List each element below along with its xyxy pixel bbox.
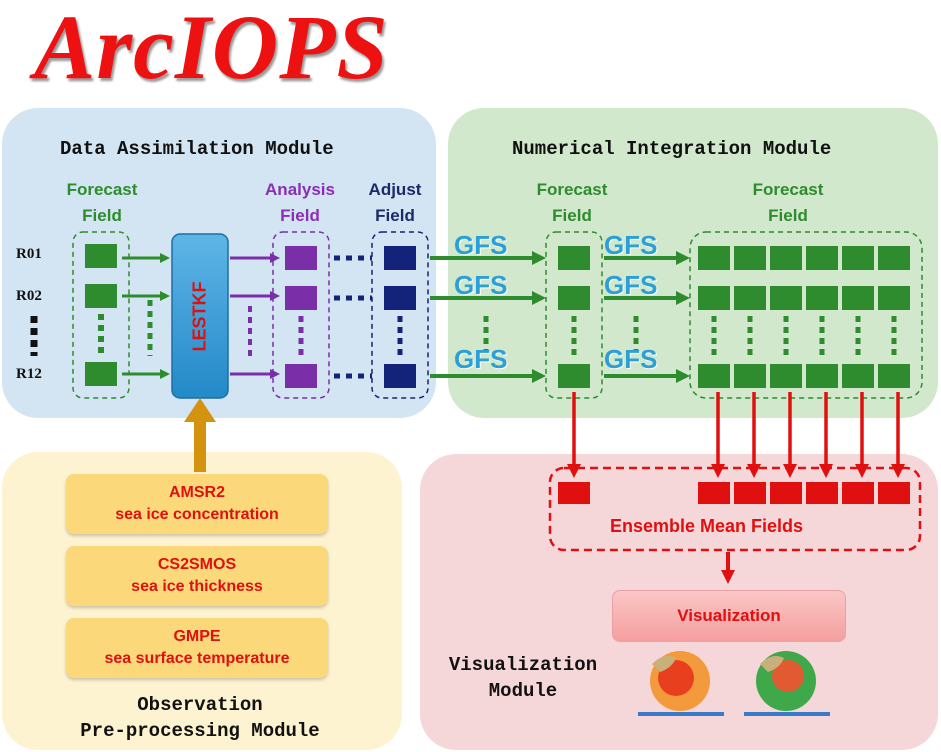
analysis-field-group bbox=[272, 231, 330, 399]
obs-name: AMSR2 bbox=[168, 484, 225, 501]
field-label: Field bbox=[280, 206, 320, 225]
field-label: Field bbox=[552, 206, 592, 225]
adjust-block bbox=[384, 364, 416, 388]
forecast-label: Forecast bbox=[66, 180, 138, 199]
ensemble-blocks bbox=[558, 482, 910, 504]
forecast-block bbox=[558, 364, 590, 388]
analysis-label: Analysis bbox=[265, 180, 335, 199]
forecast-label: Forecast bbox=[536, 180, 608, 199]
ensemble-mean-group bbox=[548, 466, 922, 552]
visualization-title-line2: Module bbox=[488, 680, 558, 702]
obs-box-amsr2: AMSR2 sea ice concentration bbox=[66, 474, 328, 534]
member-label-r02: R02 bbox=[16, 288, 42, 304]
data-assimilation-title: Data Assimilation Module bbox=[60, 138, 334, 160]
observation-title-line2: Pre-processing Module bbox=[80, 720, 320, 742]
gfs-label: GFS bbox=[604, 344, 658, 374]
adjust-field-group bbox=[371, 231, 429, 399]
obs-variable: sea surface temperature bbox=[104, 650, 290, 667]
forecast-label: Forecast bbox=[752, 180, 824, 199]
numerical-integration-title: Numerical Integration Module bbox=[512, 138, 832, 160]
multi-forecast-group bbox=[689, 231, 923, 399]
map-thumbnail-1 bbox=[638, 651, 724, 716]
field-label: Field bbox=[375, 206, 415, 225]
analysis-block bbox=[285, 246, 317, 270]
forecast-block bbox=[85, 284, 117, 308]
up-arrow bbox=[184, 398, 216, 422]
lestkf-label: LESTKF bbox=[189, 281, 210, 351]
forecast-block bbox=[85, 244, 117, 268]
ensemble-mean-label: Ensemble Mean Fields bbox=[610, 516, 804, 536]
obs-variable: sea ice concentration bbox=[115, 506, 279, 523]
gfs-label: GFS bbox=[604, 230, 658, 260]
forecast-block bbox=[558, 246, 590, 270]
map-thumbnail-2 bbox=[744, 651, 830, 716]
member-label-r01: R01 bbox=[16, 246, 42, 262]
adjust-label: Adjust bbox=[368, 180, 422, 199]
member-label-r12: R12 bbox=[16, 366, 42, 382]
obs-name: CS2SMOS bbox=[157, 556, 237, 573]
field-label: Field bbox=[82, 206, 122, 225]
app-title: ArcIOPS bbox=[34, 0, 389, 98]
forecast-field-group bbox=[72, 231, 130, 399]
obs-box-cs2smos: CS2SMOS sea ice thickness bbox=[66, 546, 328, 606]
obs-box-gmpe: GMPE sea surface temperature bbox=[66, 618, 328, 678]
analysis-block bbox=[285, 286, 317, 310]
field-label: Field bbox=[768, 206, 808, 225]
obs-name: GMPE bbox=[173, 628, 221, 645]
analysis-block bbox=[285, 364, 317, 388]
adjust-block bbox=[384, 286, 416, 310]
forecast-grid bbox=[698, 246, 910, 388]
obs-variable: sea ice thickness bbox=[131, 578, 263, 595]
visualization-box: Visualization bbox=[612, 590, 846, 642]
ni-forecast-group bbox=[545, 231, 603, 399]
visualization-title-line1: Visualization bbox=[448, 654, 598, 676]
forecast-block bbox=[558, 286, 590, 310]
observation-title-line1: Observation bbox=[137, 694, 263, 716]
adjust-block bbox=[384, 246, 416, 270]
forecast-block bbox=[85, 362, 117, 386]
gfs-label: GFS bbox=[604, 270, 658, 300]
gfs-label: GFS bbox=[454, 270, 508, 300]
gfs-label: GFS bbox=[454, 344, 508, 374]
gfs-label: GFS bbox=[454, 230, 508, 260]
